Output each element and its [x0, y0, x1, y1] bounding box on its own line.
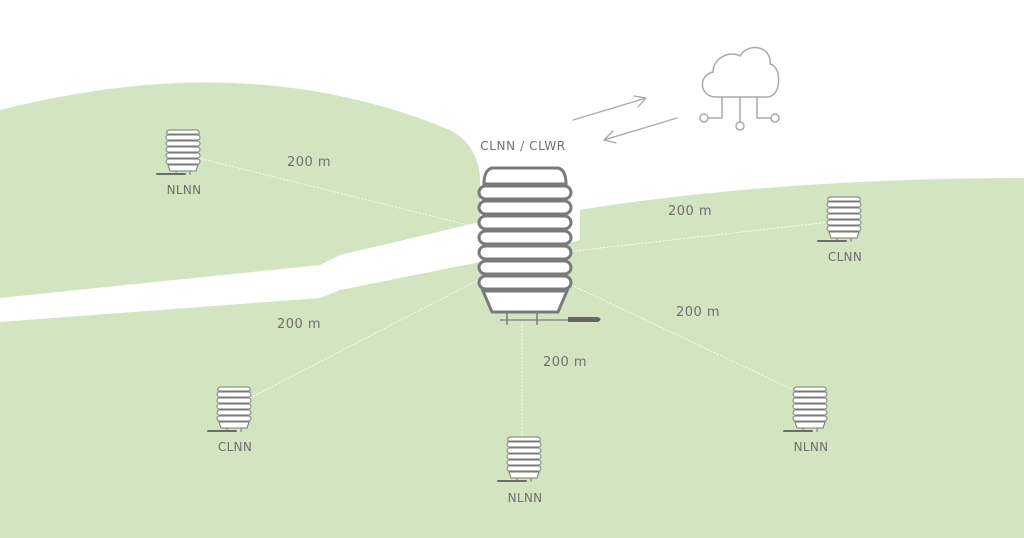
link-top-left	[197, 157, 481, 229]
hub-label: CLNN / CLWR	[480, 139, 565, 153]
distance-label-bottom-right: 200 m	[676, 305, 720, 320]
exchange-arrows	[572, 95, 678, 144]
node-label: NLNN	[794, 440, 829, 454]
node-label: CLNN	[218, 440, 252, 454]
landscape	[0, 82, 1024, 538]
cloud-network-icon	[699, 46, 780, 131]
node-label: CLNN	[828, 250, 862, 264]
node-label: NLNN	[167, 183, 202, 197]
hub-sensor	[477, 166, 601, 325]
node-label: NLNN	[508, 491, 543, 505]
arrow-up-right-icon	[572, 95, 647, 121]
arrow-down-left-icon	[603, 117, 678, 144]
link-bottom-right	[564, 281, 799, 393]
links	[197, 157, 831, 440]
distance-label-bottom: 200 m	[543, 355, 587, 370]
distance-label-top-left: 200 m	[287, 155, 331, 170]
grass-field-main	[0, 178, 1024, 538]
distance-label-bottom-left: 200 m	[277, 317, 321, 332]
link-bottom-left	[249, 279, 479, 399]
distance-label-right: 200 m	[668, 204, 712, 219]
link-right	[564, 221, 831, 253]
road	[0, 206, 580, 322]
